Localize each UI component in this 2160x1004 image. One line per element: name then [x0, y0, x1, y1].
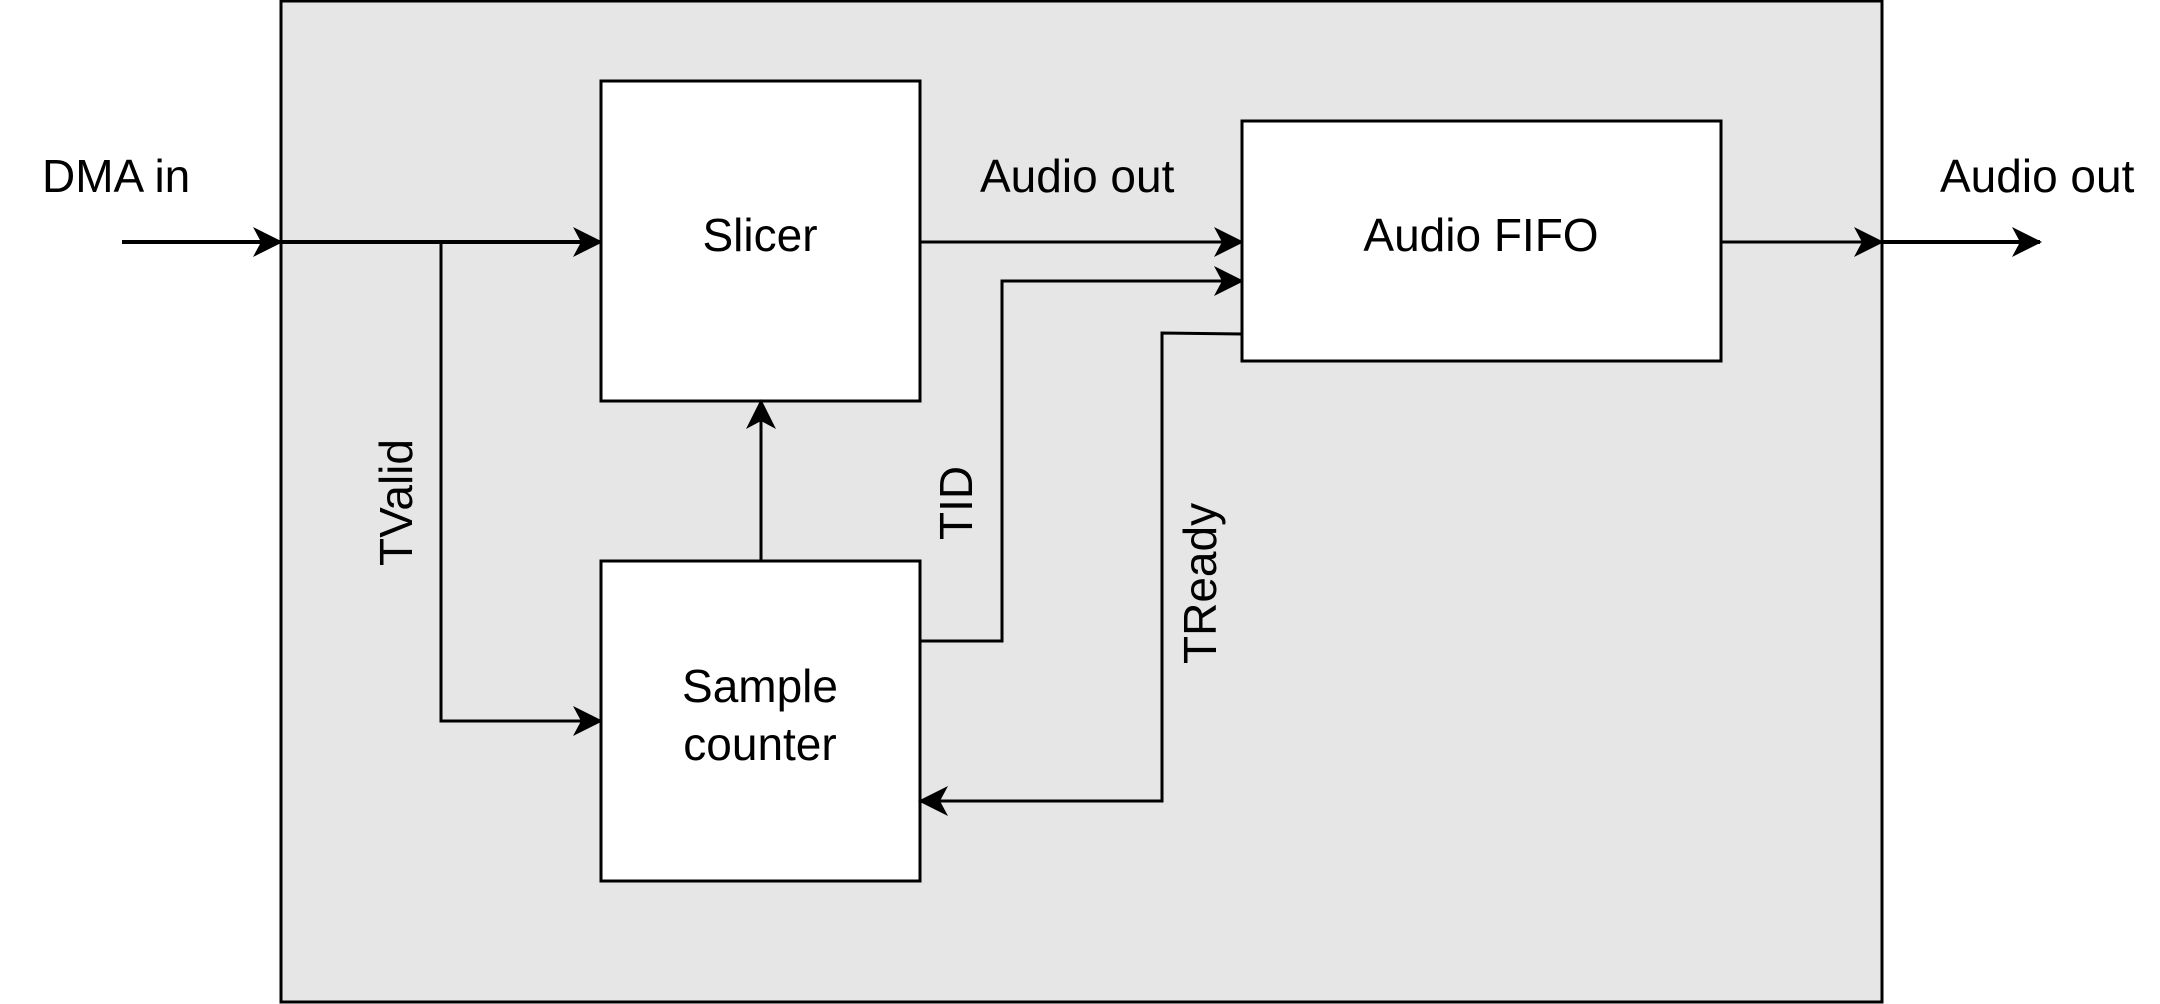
tid-wire: [920, 266, 1244, 643]
audio-fifo-label: Audio FIFO: [1363, 209, 1598, 261]
tvalid-wire: [439, 242, 603, 736]
sample-counter-block: [599, 559, 922, 883]
tid-label: TID: [930, 466, 982, 540]
audio-fifo-block: [1240, 119, 1723, 363]
dma-in-label: DMA in: [42, 150, 190, 202]
sample-counter-label-line2: counter: [683, 718, 836, 770]
audio-out-label: Audio out: [1940, 150, 2135, 202]
slicer-block: [599, 79, 922, 403]
tready-label: TReady: [1174, 503, 1226, 664]
slicer-label: Slicer: [702, 209, 817, 261]
slicer-audio-out-label: Audio out: [980, 150, 1175, 202]
sample-counter-label-line1: Sample: [682, 660, 838, 712]
tready-wire: [918, 331, 1243, 816]
tvalid-label: TValid: [370, 439, 422, 566]
